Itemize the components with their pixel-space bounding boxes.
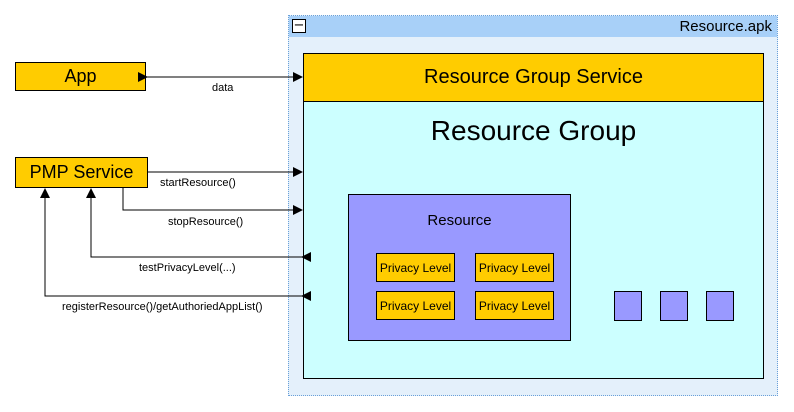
privacy-level-label: Privacy Level [478, 298, 551, 313]
edge-label-test-privacy-level: testPrivacyLevel(...) [139, 262, 236, 274]
app-box: App [15, 62, 146, 91]
resource-group-service: Resource Group Service [303, 53, 764, 102]
resource-group-title: Resource Group [430, 115, 637, 146]
privacy-level-label: Privacy Level [379, 260, 452, 275]
privacy-level-1: Privacy Level [376, 253, 455, 282]
resource-title: Resource [427, 212, 492, 229]
privacy-level-label: Privacy Level [478, 260, 551, 275]
edge-label-stop-resource: stopResource() [168, 216, 244, 228]
additional-resource-1 [614, 291, 642, 321]
edge-label-data: data [212, 82, 234, 94]
additional-resource-3 [706, 291, 734, 321]
app-label: App [64, 66, 97, 86]
pmp-service-label: PMP Service [29, 162, 134, 182]
privacy-level-2: Privacy Level [475, 253, 554, 282]
privacy-level-label: Privacy Level [379, 298, 452, 313]
additional-resource-2 [660, 291, 688, 321]
privacy-level-4: Privacy Level [475, 291, 554, 320]
pmp-service-box: PMP Service [15, 157, 148, 188]
edge-stop-line [122, 188, 303, 215]
package-header [289, 16, 777, 37]
collapse-icon[interactable]: − [292, 18, 306, 33]
edge-register-line [40, 188, 311, 301]
privacy-level-3: Privacy Level [376, 291, 455, 320]
package-title: Resource.apk [679, 18, 772, 35]
edge-label-start-resource: startResource() [160, 177, 236, 189]
resource-group-service-label: Resource Group Service [424, 66, 643, 88]
edge-label-register-resource: registerResource()/getAuthoriedAppList() [62, 301, 263, 313]
